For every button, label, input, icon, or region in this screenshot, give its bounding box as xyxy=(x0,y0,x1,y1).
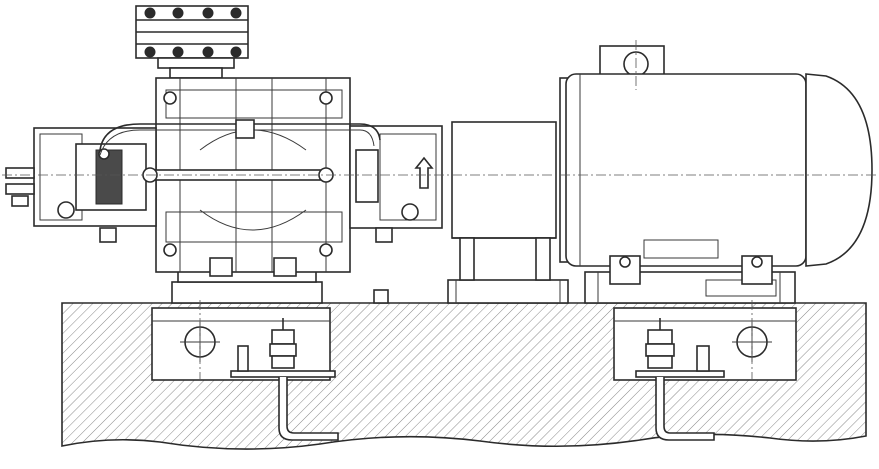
anchor-bolt-right xyxy=(635,318,725,441)
rotation-arrow-icon xyxy=(414,156,434,189)
center-lines xyxy=(2,40,876,380)
anchor-bolt-left xyxy=(230,318,339,441)
dowel-pin xyxy=(373,289,389,304)
electric-motor xyxy=(559,45,873,285)
suction-end-bearing xyxy=(5,127,157,243)
fan-cowl xyxy=(805,73,873,267)
baseplate xyxy=(171,269,796,304)
multistage-pump xyxy=(5,5,443,277)
discharge-end-bearing xyxy=(349,125,443,243)
coupling-guard xyxy=(451,121,557,281)
discharge-flange xyxy=(135,5,249,79)
motor-frame xyxy=(565,73,807,267)
pipe-valve xyxy=(235,119,255,139)
foundation xyxy=(61,302,867,450)
